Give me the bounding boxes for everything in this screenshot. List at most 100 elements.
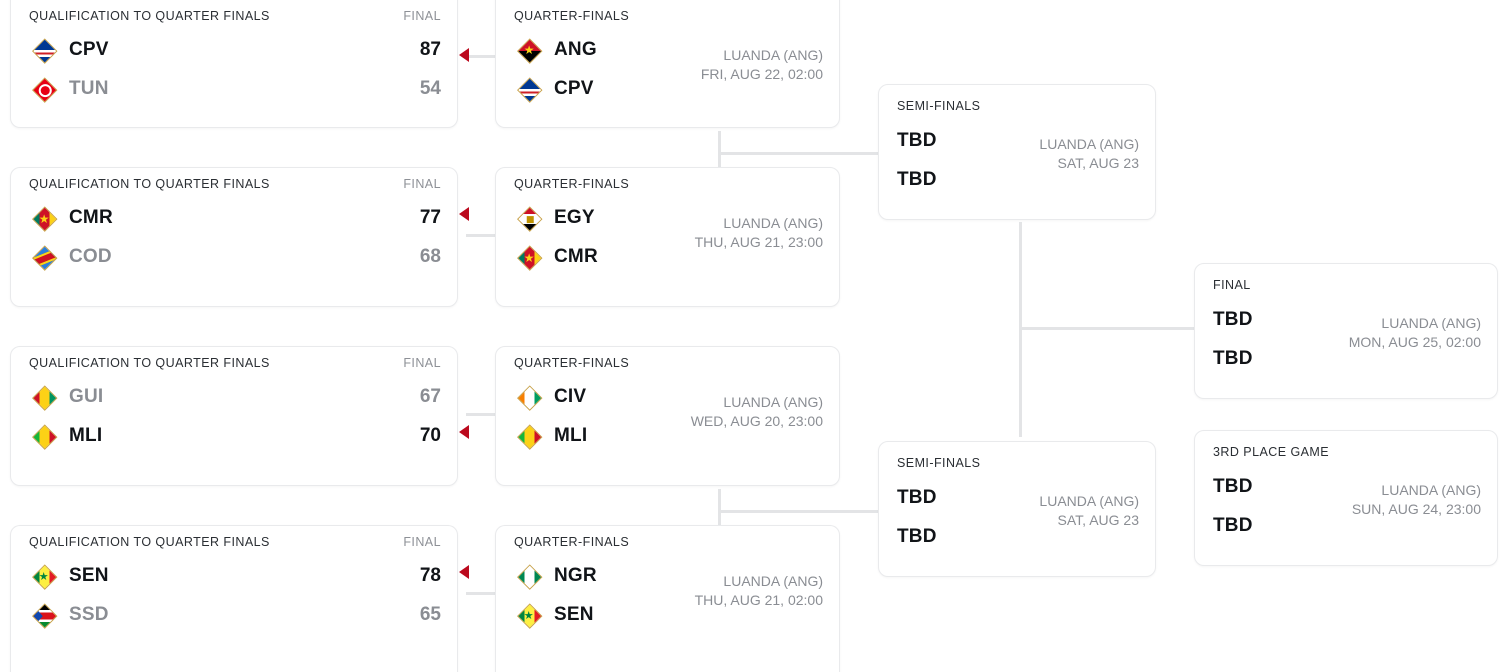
flag-ang-icon: ★: [514, 38, 544, 63]
card-header: QUARTER-FINALS: [514, 535, 823, 549]
team-code: CPV: [554, 77, 594, 99]
connector-qf-bottom-vertical: [718, 489, 721, 537]
flag-sen-icon: ★: [514, 603, 544, 628]
team-row[interactable]: CPV: [514, 69, 694, 108]
final-card[interactable]: FINAL TBD TBD LUANDA (ANG) MON, AUG 25, …: [1194, 263, 1498, 399]
team-row[interactable]: ★ ANG: [514, 30, 694, 69]
winner-arrow-icon: [459, 48, 469, 62]
quarter-final-card-3[interactable]: QUARTER-FINALS CIV MLI LUANDA (ANG) WED,…: [495, 346, 840, 486]
team-code: TUN: [69, 77, 109, 99]
team-score: 78: [419, 564, 441, 586]
venue: LUANDA (ANG): [723, 394, 823, 410]
team-row[interactable]: TBD: [1213, 506, 1333, 545]
quarter-final-card-4[interactable]: QUARTER-FINALS NGR ★ SEN LUANDA (ANG) TH…: [495, 525, 840, 672]
flag-ngr-icon: [514, 564, 544, 589]
winner-arrow-icon: [459, 425, 469, 439]
team-rows: GUI 67 MLI 70: [29, 377, 441, 455]
round-label: QUARTER-FINALS: [514, 535, 630, 549]
flag-cpv-icon: [29, 38, 59, 63]
match-meta: LUANDA (ANG) MON, AUG 25, 02:00: [1349, 314, 1481, 352]
team-score: 87: [419, 38, 441, 60]
team-row[interactable]: TUN 54: [29, 69, 441, 108]
team-score: 54: [419, 77, 441, 99]
team-code: SEN: [554, 603, 594, 625]
semi-final-card-1[interactable]: SEMI-FINALS TBD TBD LUANDA (ANG) SAT, AU…: [878, 84, 1156, 220]
match-meta: LUANDA (ANG) SAT, AUG 23: [1039, 492, 1139, 530]
team-row[interactable]: TBD: [897, 160, 1017, 199]
team-row[interactable]: CPV 87: [29, 30, 441, 69]
qualification-card-3[interactable]: QUALIFICATION TO QUARTER FINALS FINAL GU…: [10, 346, 469, 486]
team-row[interactable]: TBD: [897, 517, 1017, 556]
quarter-final-card-2[interactable]: QUARTER-FINALS EGY ★ CMR LUANDA (ANG) TH…: [495, 167, 840, 307]
round-label: QUARTER-FINALS: [514, 9, 630, 23]
third-place-card[interactable]: 3RD PLACE GAME TBD TBD LUANDA (ANG) SUN,…: [1194, 430, 1498, 566]
round-label: QUALIFICATION TO QUARTER FINALS: [29, 535, 270, 549]
team-row[interactable]: TBD: [1213, 467, 1333, 506]
team-row[interactable]: TBD: [1213, 339, 1333, 378]
team-rows: ★ SEN 78 SSD 65: [29, 556, 441, 634]
winner-arrow-icon: [459, 207, 469, 221]
venue: LUANDA (ANG): [723, 573, 823, 589]
card-header: SEMI-FINALS: [897, 456, 1139, 470]
venue: LUANDA (ANG): [1381, 315, 1481, 331]
team-code: COD: [69, 245, 112, 267]
card-header: QUALIFICATION TO QUARTER FINALS FINAL: [29, 9, 441, 23]
datetime: SUN, AUG 24, 23:00: [1351, 501, 1481, 517]
team-code: MLI: [69, 424, 103, 446]
team-code: TBD: [1213, 308, 1253, 330]
status-label: FINAL: [403, 9, 441, 23]
team-row[interactable]: TBD: [897, 478, 1017, 517]
connector-qf-bottom-to-sf2: [718, 510, 880, 513]
flag-gui-icon: [29, 385, 59, 410]
venue: LUANDA (ANG): [723, 47, 823, 63]
team-rows: NGR ★ SEN: [514, 556, 694, 634]
team-code: TBD: [897, 486, 937, 508]
flag-egy-icon: [514, 206, 544, 231]
team-row[interactable]: ★ CMR: [514, 237, 694, 276]
qualification-card-1[interactable]: QUALIFICATION TO QUARTER FINALS FINAL CP…: [10, 0, 469, 128]
datetime: FRI, AUG 22, 02:00: [700, 66, 823, 82]
team-row[interactable]: GUI 67: [29, 377, 441, 416]
team-code: MLI: [554, 424, 588, 446]
connector-qf-top-to-sf1: [718, 152, 880, 155]
team-code: SSD: [69, 603, 109, 625]
connector-qual1-to-qf1: [466, 55, 496, 58]
team-code: TBD: [1213, 514, 1253, 536]
team-row[interactable]: EGY: [514, 198, 694, 237]
team-row[interactable]: SSD 65: [29, 595, 441, 634]
round-label: QUALIFICATION TO QUARTER FINALS: [29, 356, 270, 370]
qualification-card-4[interactable]: QUALIFICATION TO QUARTER FINALS FINAL ★ …: [10, 525, 469, 672]
card-header: QUARTER-FINALS: [514, 177, 823, 191]
round-label: QUALIFICATION TO QUARTER FINALS: [29, 177, 270, 191]
status-label: FINAL: [403, 535, 441, 549]
team-row[interactable]: ★ CMR 77: [29, 198, 441, 237]
team-row[interactable]: TBD: [897, 121, 1017, 160]
team-rows: TBD TBD: [897, 121, 1017, 199]
team-row[interactable]: MLI: [514, 416, 694, 455]
team-row[interactable]: CIV: [514, 377, 694, 416]
team-row[interactable]: COD 68: [29, 237, 441, 276]
round-label: QUARTER-FINALS: [514, 177, 630, 191]
flag-cpv-icon: [514, 77, 544, 102]
match-meta: LUANDA (ANG) SAT, AUG 23: [1039, 135, 1139, 173]
team-row[interactable]: ★ SEN: [514, 595, 694, 634]
team-code: NGR: [554, 564, 597, 586]
match-meta: LUANDA (ANG) THU, AUG 21, 23:00: [695, 214, 823, 252]
team-row[interactable]: TBD: [1213, 300, 1333, 339]
qualification-card-2[interactable]: QUALIFICATION TO QUARTER FINALS FINAL ★ …: [10, 167, 469, 307]
team-row[interactable]: NGR: [514, 556, 694, 595]
team-row[interactable]: ★ SEN 78: [29, 556, 441, 595]
team-code: SEN: [69, 564, 109, 586]
team-rows: ★ CMR 77 COD 68: [29, 198, 441, 276]
team-code: TBD: [897, 168, 937, 190]
semi-final-card-2[interactable]: SEMI-FINALS TBD TBD LUANDA (ANG) SAT, AU…: [878, 441, 1156, 577]
card-header: QUARTER-FINALS: [514, 356, 823, 370]
venue: LUANDA (ANG): [1381, 482, 1481, 498]
datetime: SAT, AUG 23: [1057, 155, 1139, 171]
team-code: TBD: [1213, 347, 1253, 369]
team-row[interactable]: MLI 70: [29, 416, 441, 455]
connector-sf-to-final: [1019, 327, 1197, 330]
round-label: FINAL: [1213, 278, 1251, 292]
team-score: 67: [419, 385, 441, 407]
quarter-final-card-1[interactable]: QUARTER-FINALS ★ ANG CPV LUANDA (ANG) FR…: [495, 0, 840, 128]
